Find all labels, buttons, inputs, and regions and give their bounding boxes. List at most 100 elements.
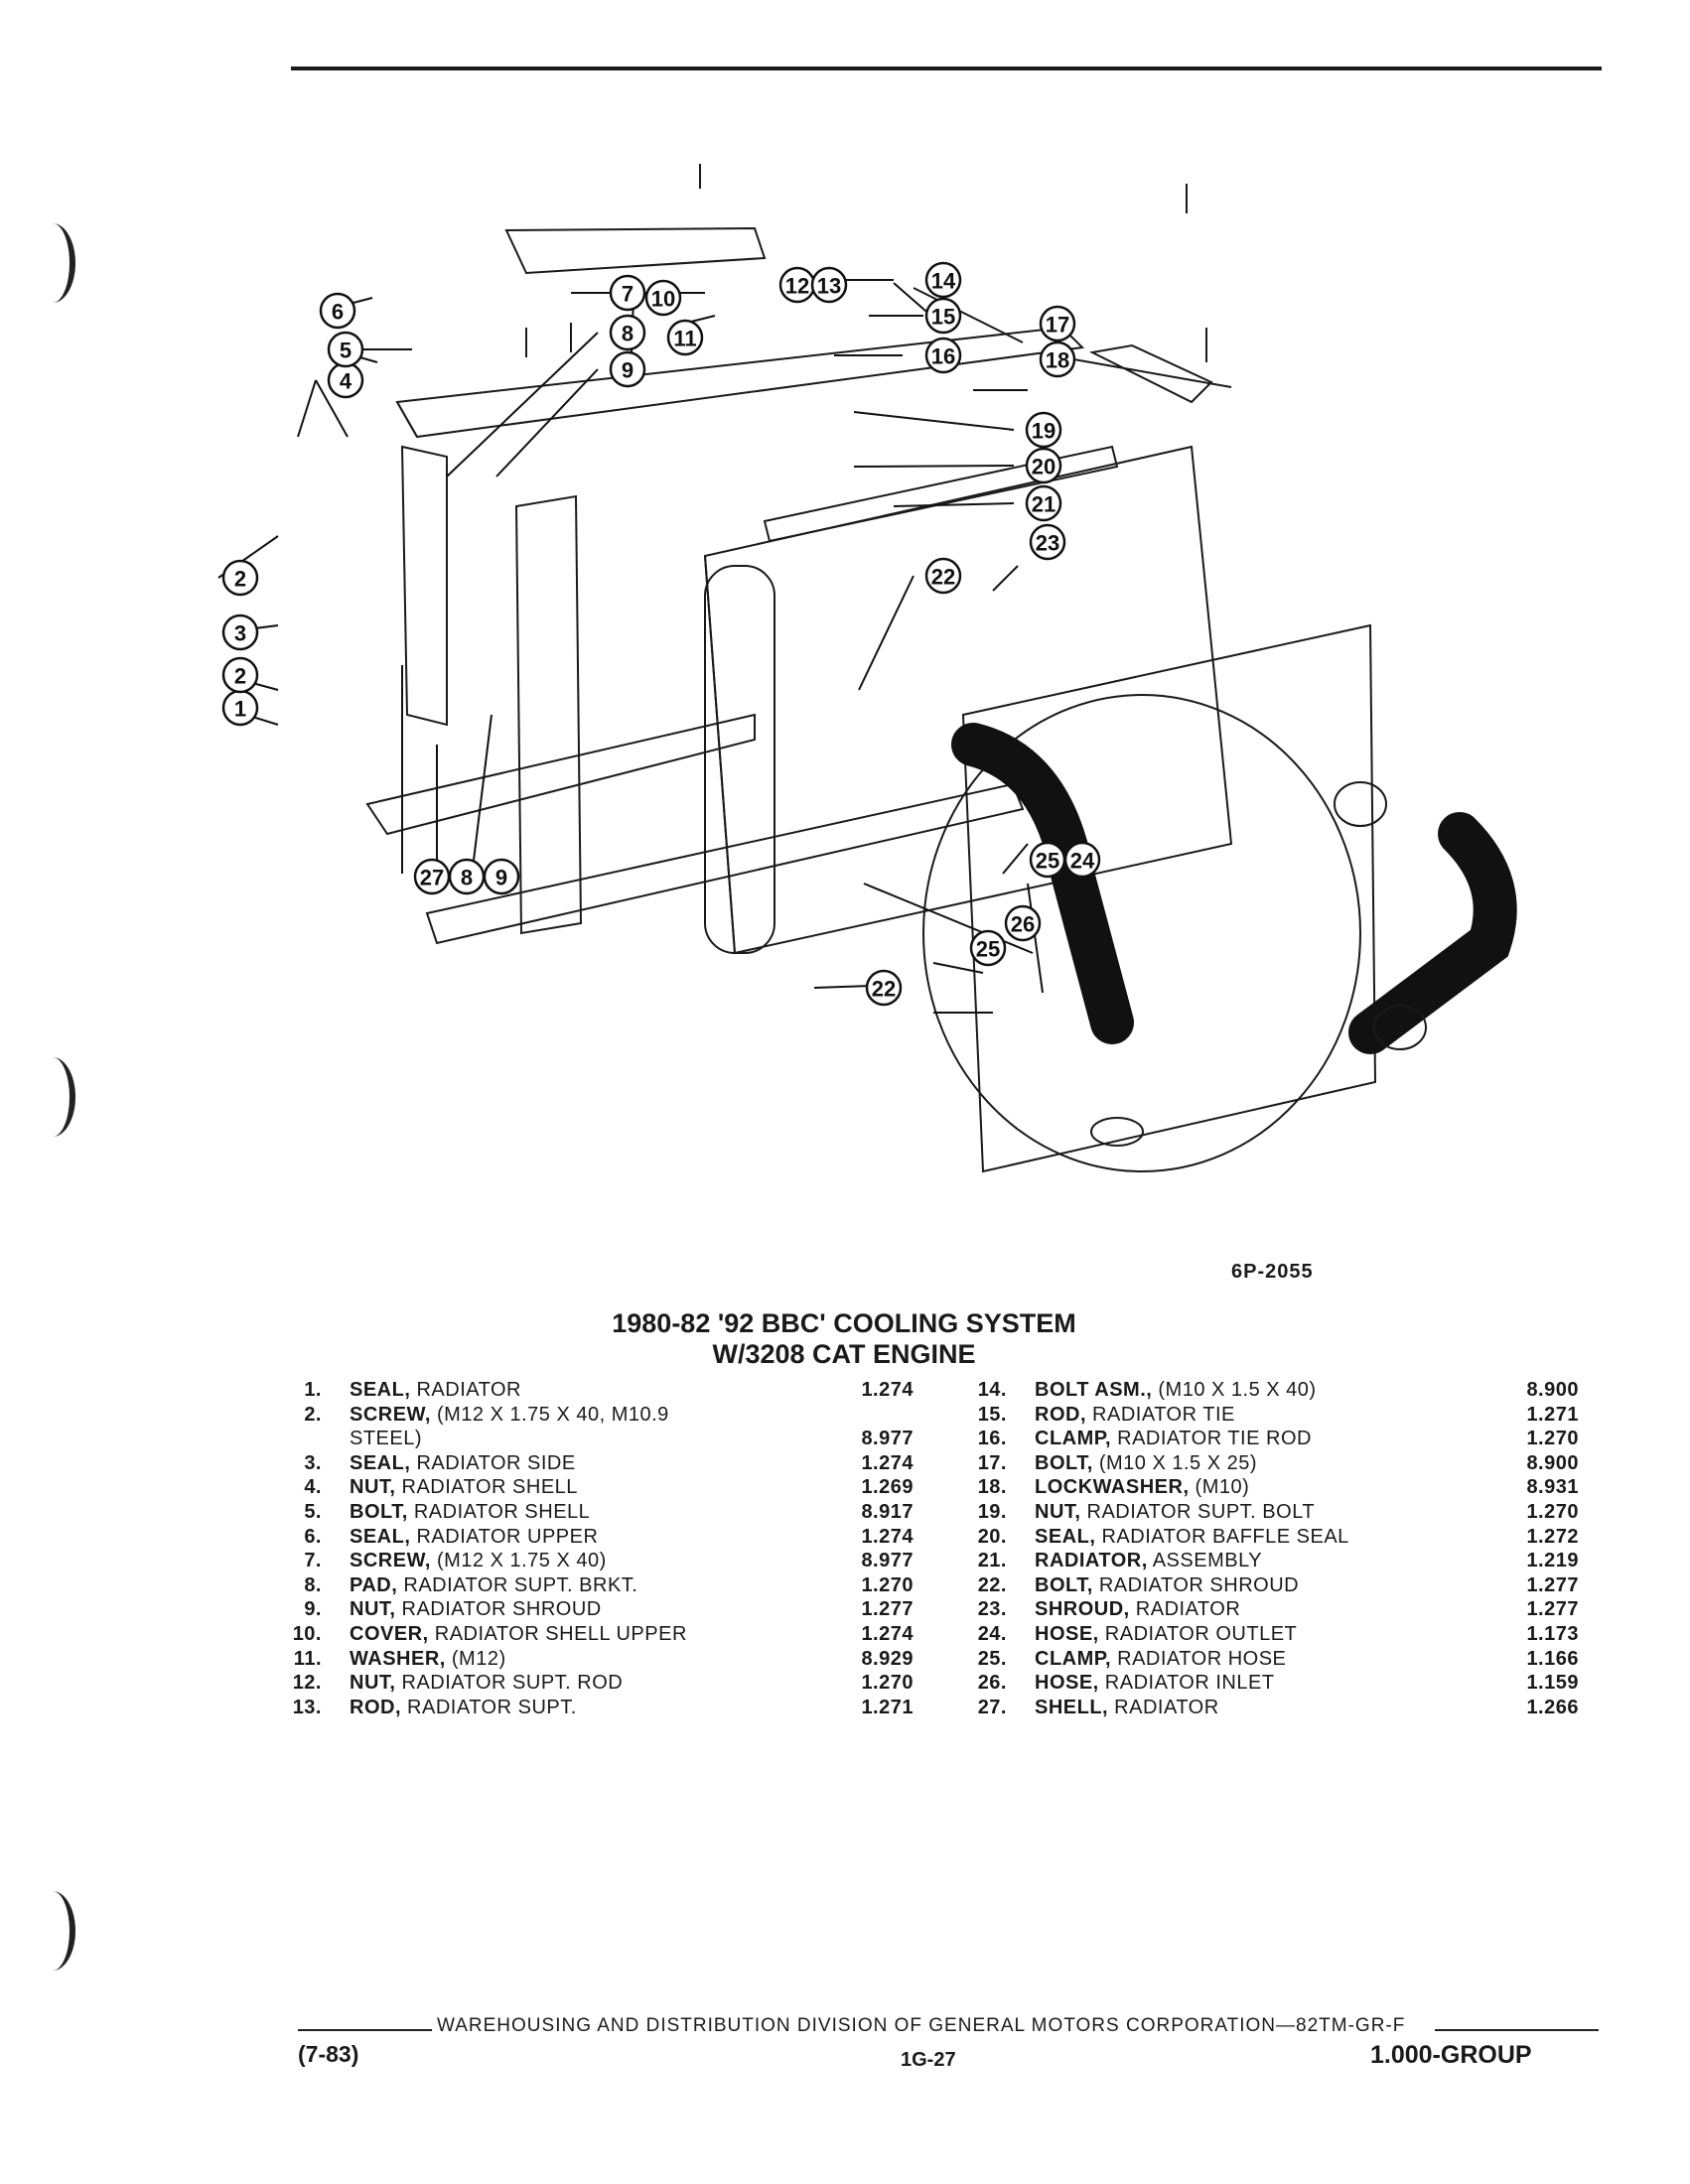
- callout-number: 4: [340, 369, 352, 394]
- footer-text: WAREHOUSING AND DISTRIBUTION DIVISION OF…: [437, 2015, 1406, 2036]
- part-description: SCREW, (M12 X 1.75 X 40, M10.9: [350, 1404, 669, 1427]
- part-name: CLAMP,: [1035, 1428, 1112, 1450]
- part-name: SEAL,: [350, 1525, 411, 1548]
- part-number: 6.: [304, 1525, 322, 1548]
- part-detail: RADIATOR SIDE: [410, 1451, 576, 1474]
- part-name: SEAL,: [350, 1379, 411, 1401]
- callout-number: 25: [1036, 849, 1059, 874]
- baffle-seal-shape: [763, 445, 1119, 543]
- callout-number: 14: [931, 269, 956, 294]
- callout-number: 26: [1011, 912, 1035, 937]
- part-number: 23.: [977, 1598, 1007, 1621]
- side-seal-shape: [400, 445, 448, 727]
- part-description: SEAL, RADIATOR BAFFLE SEAL: [1035, 1526, 1349, 1549]
- part-number: 18.: [977, 1476, 1007, 1499]
- footer-rule-left: [298, 2029, 432, 2031]
- part-detail: RADIATOR: [410, 1379, 521, 1401]
- part-description: SEAL, RADIATOR UPPER: [350, 1526, 598, 1549]
- part-number: 11.: [293, 1647, 322, 1670]
- group-code: 1.173: [1526, 1622, 1579, 1645]
- callout-number: 24: [1070, 849, 1095, 874]
- callout-number: 5: [340, 339, 352, 363]
- callout-9: 9: [483, 858, 520, 895]
- callout-number: 9: [495, 866, 507, 890]
- callout-22: 22: [924, 557, 962, 595]
- part-number: 19.: [977, 1500, 1007, 1523]
- page-number: 1G-27: [901, 2049, 956, 2071]
- callout-14: 14: [924, 261, 962, 299]
- part-description: CLAMP, RADIATOR TIE ROD: [1035, 1428, 1312, 1450]
- shroud-ring-shape: [922, 694, 1361, 1172]
- group-code: 1.274: [861, 1379, 914, 1401]
- part-detail: RADIATOR SUPT. BOLT: [1080, 1500, 1316, 1523]
- part-number: 14.: [977, 1379, 1007, 1401]
- parts-list-item: 13.ROD, RADIATOR SUPT.1.271: [278, 1697, 914, 1721]
- callout-circle: [865, 969, 903, 1007]
- group-code: 1.266: [1526, 1696, 1579, 1718]
- top-rule: [291, 67, 1602, 70]
- part-name: NUT,: [350, 1598, 396, 1621]
- callout-circle: [1004, 904, 1042, 942]
- part-number: 24.: [977, 1622, 1007, 1645]
- parts-list-item: 18.LOCKWASHER, (M10)8.931: [963, 1476, 1579, 1501]
- part-detail: RADIATOR SHELL UPPER: [428, 1622, 687, 1645]
- callout-number: 2: [234, 567, 246, 592]
- page-title: 1980-82 '92 BBC' COOLING SYSTEM: [612, 1308, 1076, 1338]
- callout-number: 20: [1032, 455, 1056, 479]
- callout-circle: [969, 929, 1007, 967]
- part-name: RADIATOR,: [1035, 1550, 1148, 1572]
- callout-circle: [644, 279, 682, 317]
- callout-21: 21: [1025, 484, 1062, 522]
- group-code: 1.274: [861, 1525, 914, 1548]
- part-detail: (M12 X 1.75 X 40): [430, 1550, 607, 1572]
- callout-16: 16: [924, 337, 962, 374]
- group-code: 1.270: [861, 1573, 914, 1596]
- part-number: 16.: [977, 1428, 1007, 1450]
- callout-number: 12: [785, 274, 809, 299]
- shell-cover-shape: [395, 326, 1085, 439]
- callout-number: 25: [976, 937, 1000, 962]
- callout-17: 17: [1039, 305, 1076, 342]
- binder-hole-middle: [30, 1057, 75, 1137]
- part-description: WASHER, (M12): [350, 1648, 506, 1671]
- part-name: NUT,: [350, 1672, 396, 1695]
- callout-11: 11: [666, 319, 704, 356]
- callout-number: 16: [931, 344, 955, 369]
- part-number: 21.: [977, 1550, 1007, 1572]
- callout-19: 19: [1025, 411, 1062, 449]
- shell-post-shape: [514, 494, 583, 935]
- callout-circle: [1039, 305, 1076, 342]
- callout-circle: [1029, 523, 1066, 561]
- part-detail: RADIATOR UPPER: [410, 1525, 599, 1548]
- group-code: 1.277: [1526, 1598, 1579, 1621]
- part-number: 26.: [977, 1672, 1007, 1695]
- figure-code: 6P-2055: [1231, 1261, 1314, 1283]
- part-description: BOLT, RADIATOR SHELL: [350, 1501, 590, 1524]
- footer-rule-right: [1435, 2029, 1599, 2031]
- part-detail: RADIATOR: [1108, 1696, 1219, 1718]
- callout-circle: [327, 331, 364, 368]
- part-name: HOSE,: [1035, 1672, 1099, 1695]
- group-code: 8.977: [861, 1550, 914, 1572]
- callout-circle: [924, 557, 962, 595]
- binder-hole-top: [30, 223, 75, 303]
- callout-13: 13: [810, 266, 848, 304]
- callout-number: 3: [234, 621, 246, 646]
- callout-25: 25: [969, 929, 1007, 967]
- callout-number: 21: [1032, 492, 1056, 517]
- callout-8: 8: [448, 858, 486, 895]
- part-detail: RADIATOR SHROUD: [1092, 1573, 1300, 1596]
- part-name: HOSE,: [1035, 1622, 1099, 1645]
- part-name: LOCKWASHER,: [1035, 1476, 1190, 1499]
